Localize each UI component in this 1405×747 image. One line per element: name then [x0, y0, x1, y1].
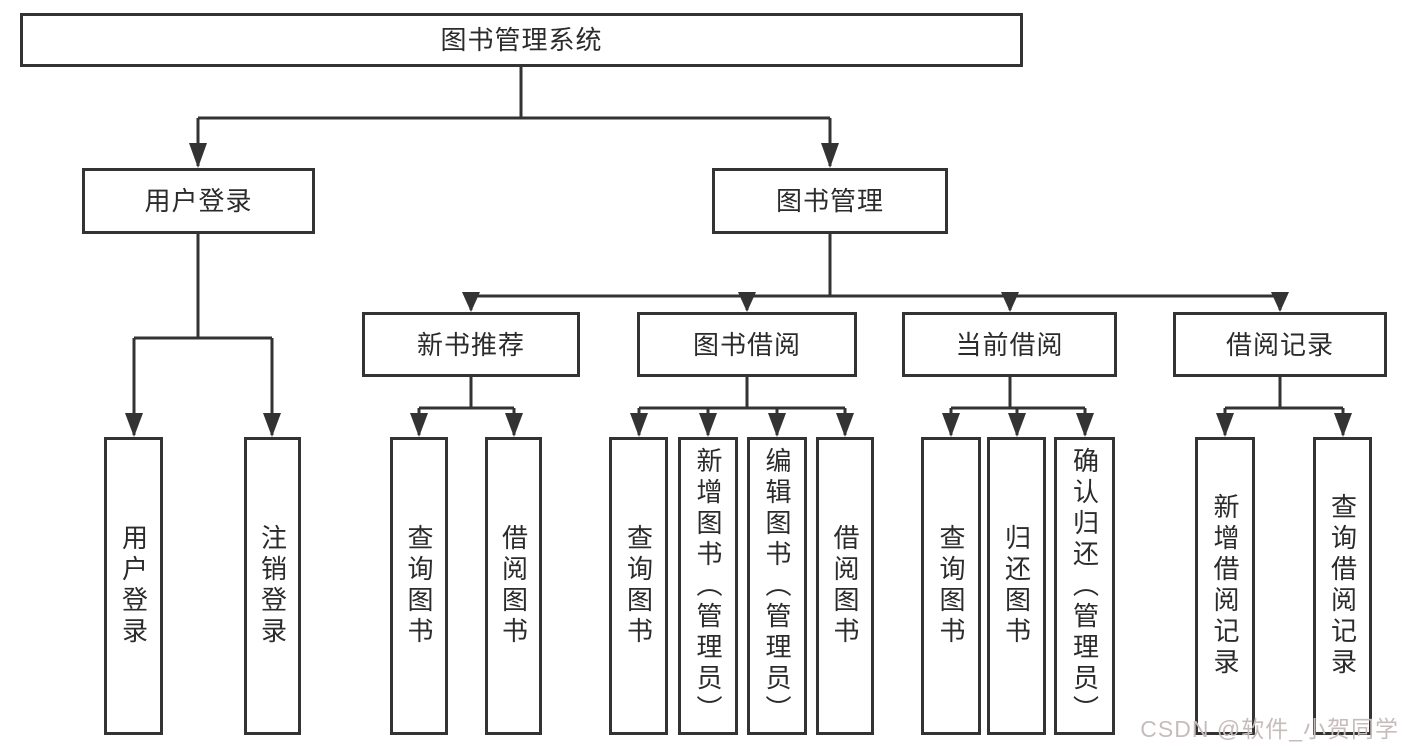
node-book-borrowing: 图书借阅 [637, 312, 857, 377]
node-current-borrowing-label: 当前借阅 [955, 329, 1064, 360]
node-leaf-edit-books-admin: 编辑图书（管理员） [747, 437, 807, 735]
node-leaf-current-query-books-label: 查询图书 [936, 524, 966, 648]
node-leaf-return-books: 归还图书 [987, 437, 1046, 735]
node-leaf-confirm-return-admin: 确认归还（管理员） [1054, 437, 1115, 735]
node-borrowing-records-label: 借阅记录 [1225, 329, 1334, 360]
node-leaf-recommend-borrow-books: 借阅图书 [485, 437, 542, 735]
node-leaf-return-books-label: 归还图书 [1001, 524, 1032, 648]
node-leaf-edit-books-admin-label: 编辑图书（管理员） [762, 446, 792, 726]
node-leaf-add-books-admin: 新增图书（管理员） [678, 437, 738, 735]
node-leaf-user-login: 用户登录 [104, 437, 163, 735]
node-leaf-recommend-query-books-label: 查询图书 [404, 524, 434, 648]
node-new-book-recommend-label: 新书推荐 [416, 329, 525, 360]
node-leaf-logout-label: 注销登录 [257, 524, 288, 648]
node-leaf-user-login-label: 用户登录 [118, 524, 149, 648]
node-book-borrowing-label: 图书借阅 [692, 329, 801, 360]
node-user-login-module-label: 用户登录 [144, 186, 253, 216]
node-user-login-module: 用户登录 [82, 168, 315, 234]
node-leaf-add-books-admin-label: 新增图书（管理员） [693, 446, 723, 726]
node-leaf-confirm-return-admin-label: 确认归还（管理员） [1069, 446, 1100, 726]
node-leaf-add-borrow-record: 新增借阅记录 [1195, 437, 1255, 735]
node-leaf-current-query-books: 查询图书 [921, 437, 981, 735]
node-root-system-label: 图书管理系统 [440, 25, 603, 55]
node-book-management-module: 图书管理 [712, 168, 948, 234]
node-leaf-borrow-books-label: 借阅图书 [830, 524, 860, 648]
node-leaf-borrowing-query-books-label: 查询图书 [623, 524, 654, 648]
node-leaf-recommend-query-books: 查询图书 [390, 437, 448, 735]
node-new-book-recommend: 新书推荐 [362, 312, 580, 377]
node-leaf-query-borrow-record-label: 查询借阅记录 [1327, 493, 1358, 679]
node-root-system: 图书管理系统 [20, 13, 1023, 67]
node-leaf-borrow-books: 借阅图书 [816, 437, 874, 735]
node-borrowing-records: 借阅记录 [1173, 312, 1387, 377]
node-current-borrowing: 当前借阅 [902, 312, 1117, 377]
node-book-management-module-label: 图书管理 [775, 186, 884, 216]
node-leaf-borrowing-query-books: 查询图书 [609, 437, 668, 735]
node-leaf-recommend-borrow-books-label: 借阅图书 [498, 524, 529, 648]
node-leaf-query-borrow-record: 查询借阅记录 [1313, 437, 1372, 735]
node-leaf-logout: 注销登录 [244, 437, 301, 735]
node-leaf-add-borrow-record-label: 新增借阅记录 [1210, 493, 1240, 679]
csdn-watermark: CSDN @软件_小贺同学 [1140, 716, 1399, 742]
